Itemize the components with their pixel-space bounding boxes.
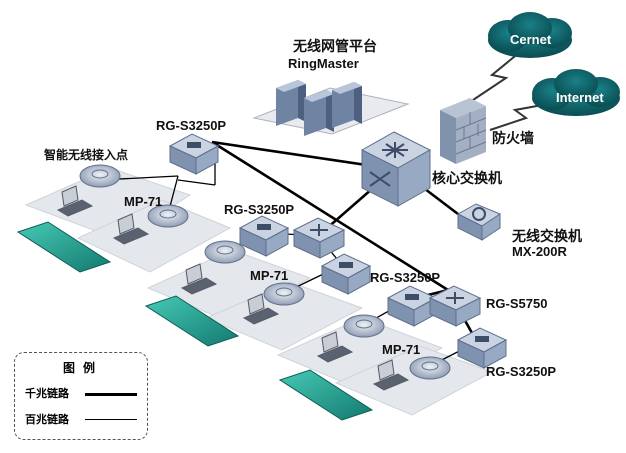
access-point-icon (409, 356, 451, 380)
wireless-switch-icon (456, 203, 502, 241)
platform-title: 无线网管平台 (293, 39, 377, 55)
core-switch-label: 核心交换机 (432, 171, 502, 187)
legend-fast-line (85, 419, 137, 420)
board-icon (278, 369, 374, 421)
board-icon (144, 295, 240, 347)
board-icon (16, 221, 112, 273)
floor-panel (276, 317, 444, 391)
cernet-label: Cernet (510, 32, 552, 47)
access-point-icon (263, 282, 305, 306)
link-s1-s5750 (211, 140, 449, 292)
ap-model-label: MP-71 (382, 342, 421, 357)
laptop-icon (372, 359, 410, 391)
firewall-icon (440, 98, 487, 164)
wireless-switch-model: MX-200R (512, 244, 567, 259)
switch-label: RG-S3250P (486, 364, 557, 379)
aggregation-switch-icon (428, 285, 482, 327)
switch-label: RG-S3250P (224, 202, 295, 217)
ap-description-label: 智能无线接入点 (44, 148, 129, 162)
wan-link-bolt (469, 51, 521, 103)
access-point-icon (204, 240, 246, 264)
floor-panel (334, 345, 494, 416)
wan-link-bolt (489, 103, 549, 131)
legend-fast-label: 百兆链路 (25, 413, 69, 426)
ap-model-label: MP-71 (250, 268, 289, 283)
switch-label: RG-S3250P (156, 118, 227, 133)
laptop-icon (180, 263, 218, 295)
internet-label: Internet (556, 90, 604, 105)
access-switch-icon (456, 327, 508, 369)
cernet-cloud-icon (488, 12, 572, 58)
laptop-icon (316, 331, 354, 363)
access-point-icon (147, 204, 189, 228)
floor-panel (76, 199, 232, 273)
laptop-icon (112, 213, 150, 245)
access-switch-icon (320, 253, 372, 295)
access-switch-icon (238, 215, 290, 257)
server-rack-icon (276, 80, 362, 136)
classroom-board-icons (16, 221, 374, 421)
aggregation-switch-label: RG-S5750 (486, 296, 548, 311)
legend-title: 图例 (63, 361, 104, 375)
link (177, 179, 216, 186)
internet-cloud-icon (532, 69, 620, 116)
aggregation-switch-icon (292, 217, 346, 259)
access-point-icon (79, 164, 121, 188)
laptop-icon (56, 185, 94, 217)
ap-model-label: MP-71 (124, 194, 163, 209)
core-switch-icon (360, 131, 432, 207)
legend: 图例 千兆链路 百兆链路 (14, 352, 148, 440)
legend-gigabit-line (85, 393, 137, 396)
access-switch-icon (168, 133, 220, 175)
access-point-icon (343, 314, 385, 338)
laptop-icon (242, 293, 280, 325)
switch-label: RG-S3250P (370, 270, 441, 285)
firewall-label: 防火墙 (492, 131, 534, 147)
access-switch-icon (386, 285, 438, 327)
laptop-icons (56, 185, 410, 391)
platform-product: RingMaster (288, 56, 359, 71)
legend-gigabit-label: 千兆链路 (25, 387, 69, 400)
wireless-switch-title: 无线交换机 (512, 229, 582, 245)
